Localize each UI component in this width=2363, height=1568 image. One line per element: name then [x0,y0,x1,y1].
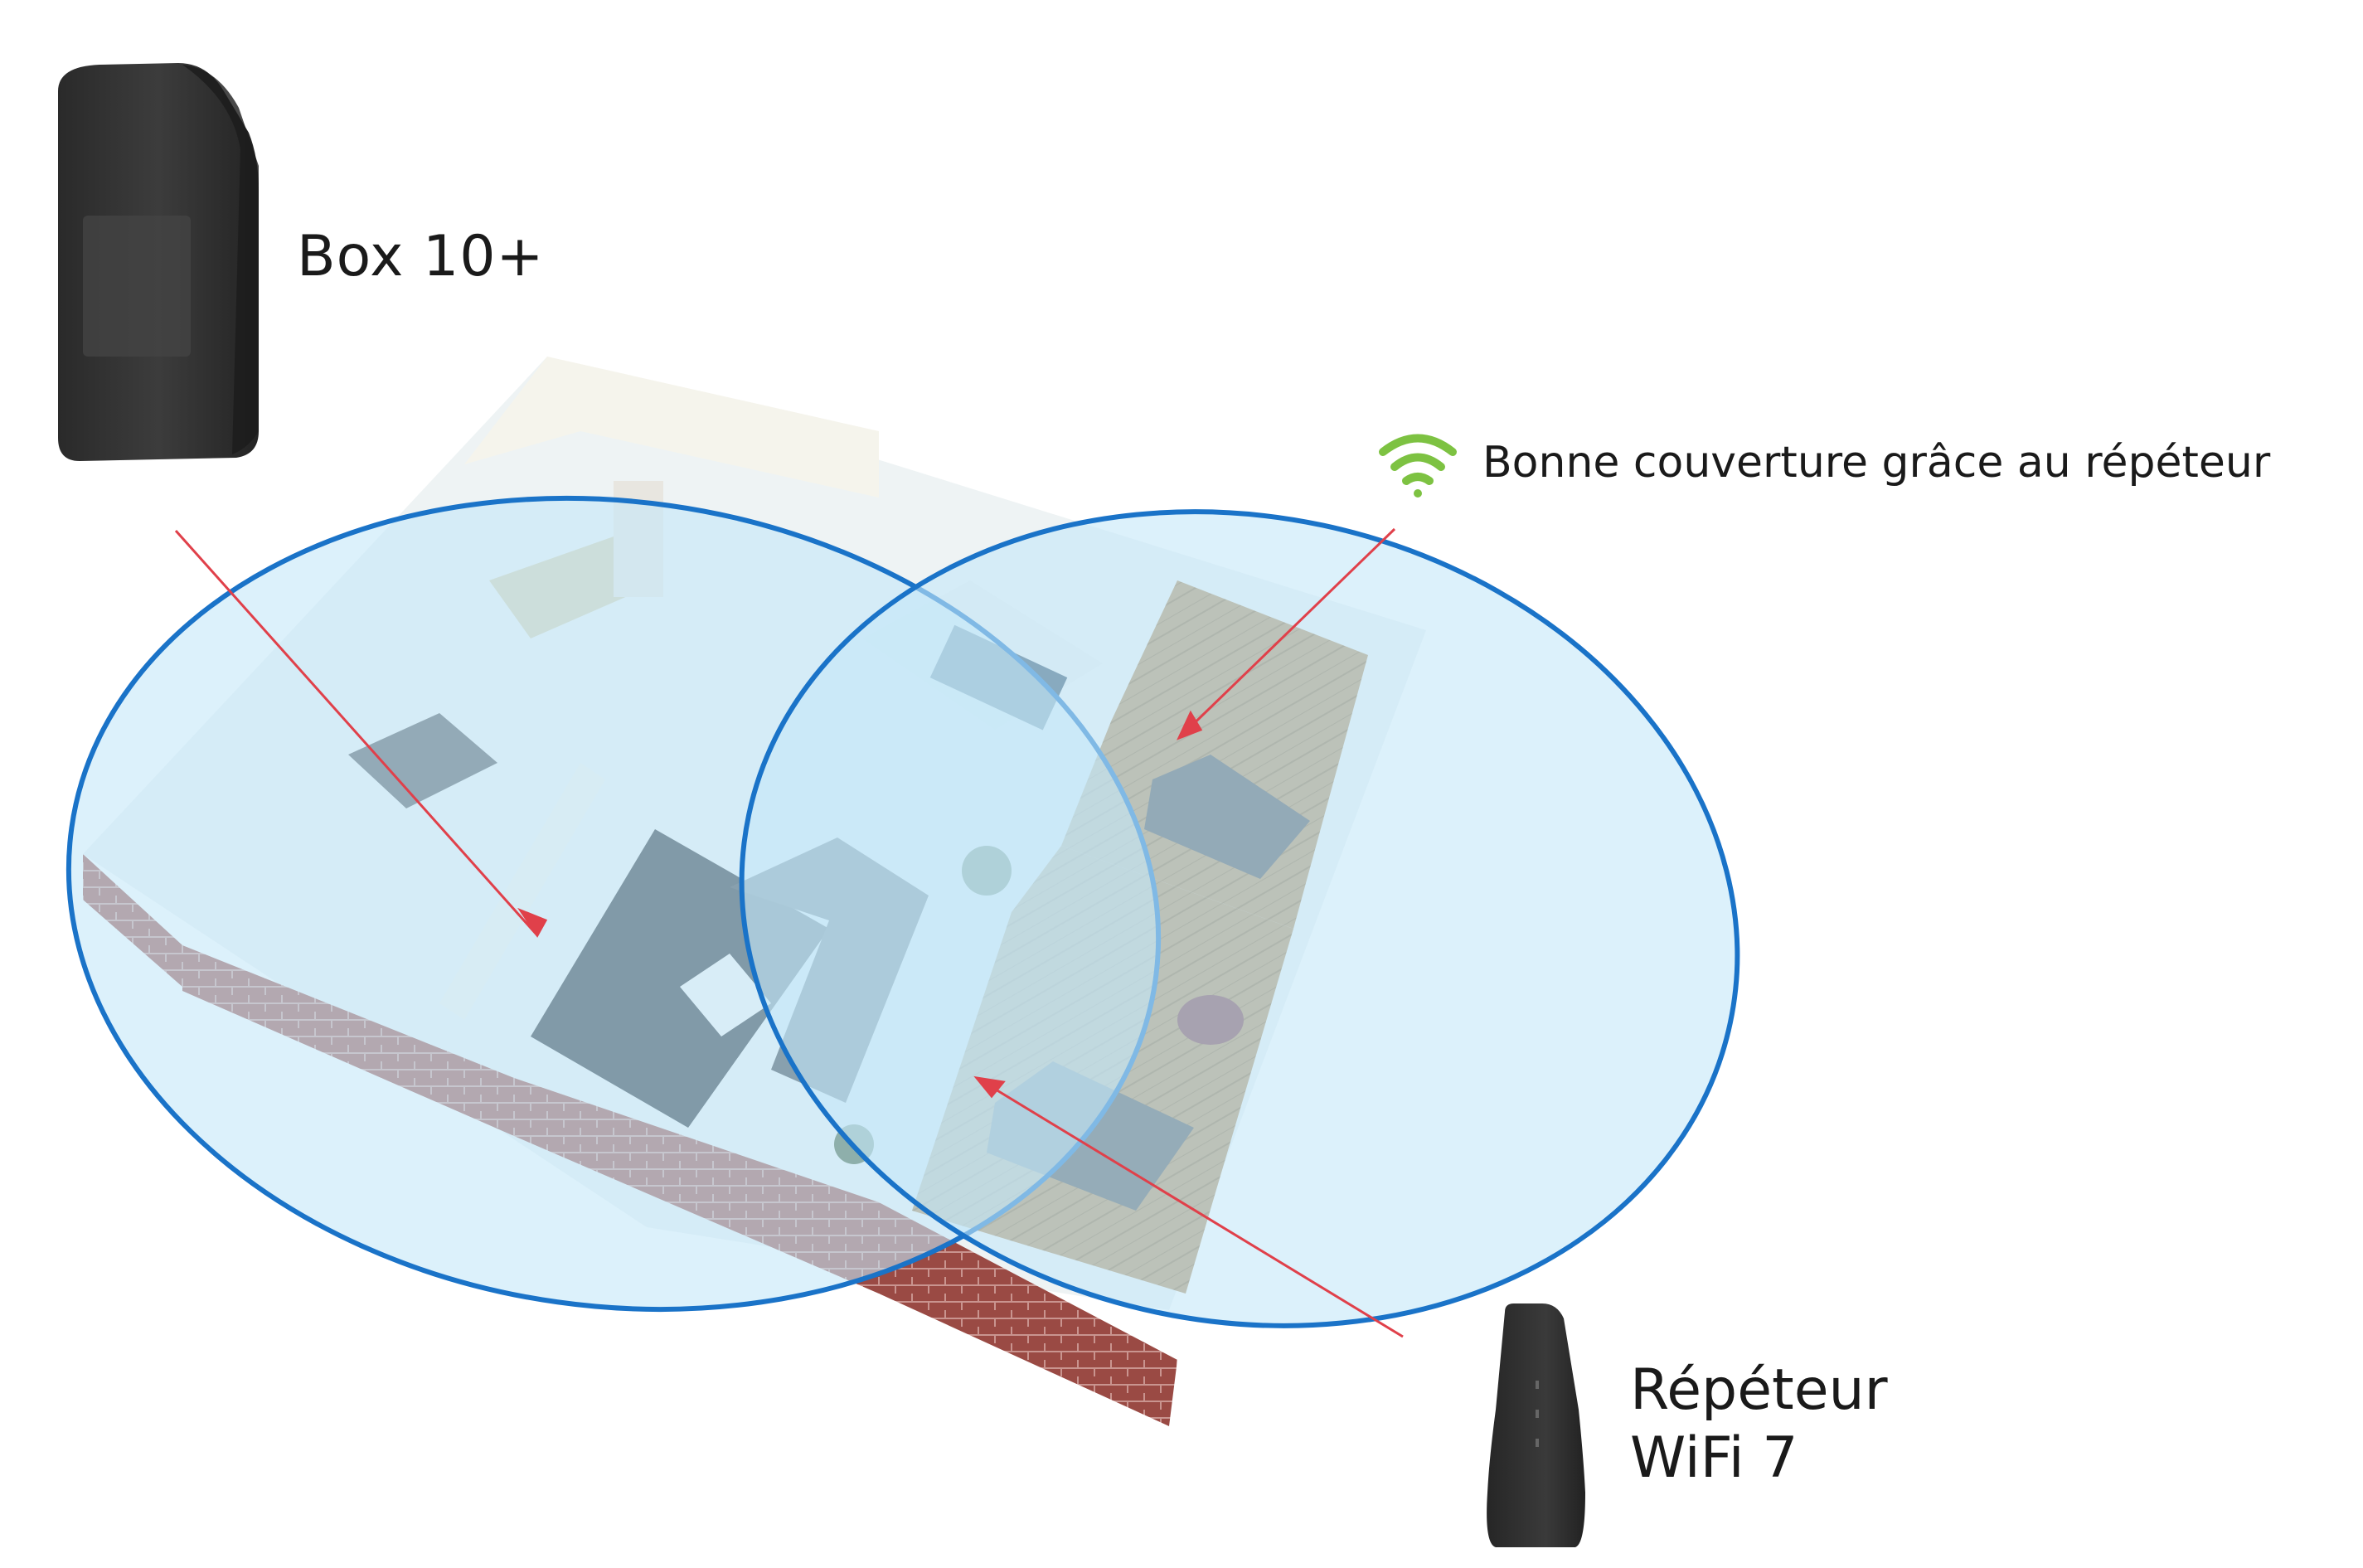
coverage-legend-label: Bonne couverture grâce au répéteur [1482,438,2271,488]
box-pointer-arrowhead [517,907,548,938]
coverage-zones [66,496,1740,1328]
pointer-lines [174,527,1404,1338]
repeater-label-line-1: Répéteur [1630,1357,1888,1423]
apartment-back-wall [464,357,879,498]
repeater-pointer-arrowhead [973,1075,1006,1099]
wifi-signal-icon [1379,434,1457,498]
coverage-pointer-line [1177,527,1396,740]
repeater-device-label: Répéteur WiFi 7 [1630,1357,1888,1493]
router-box-icon [58,63,259,461]
box-device-label: Box 10+ [297,224,545,289]
box-pointer-line [174,530,539,936]
repeater-pointer-line [976,1076,1404,1338]
coverage-pointer-arrowhead [1177,710,1203,740]
repeater-coverage-zone [739,509,1740,1328]
wifi-repeater-icon [1487,1303,1585,1547]
repeater-label-line-2: WiFi 7 [1630,1425,1798,1491]
